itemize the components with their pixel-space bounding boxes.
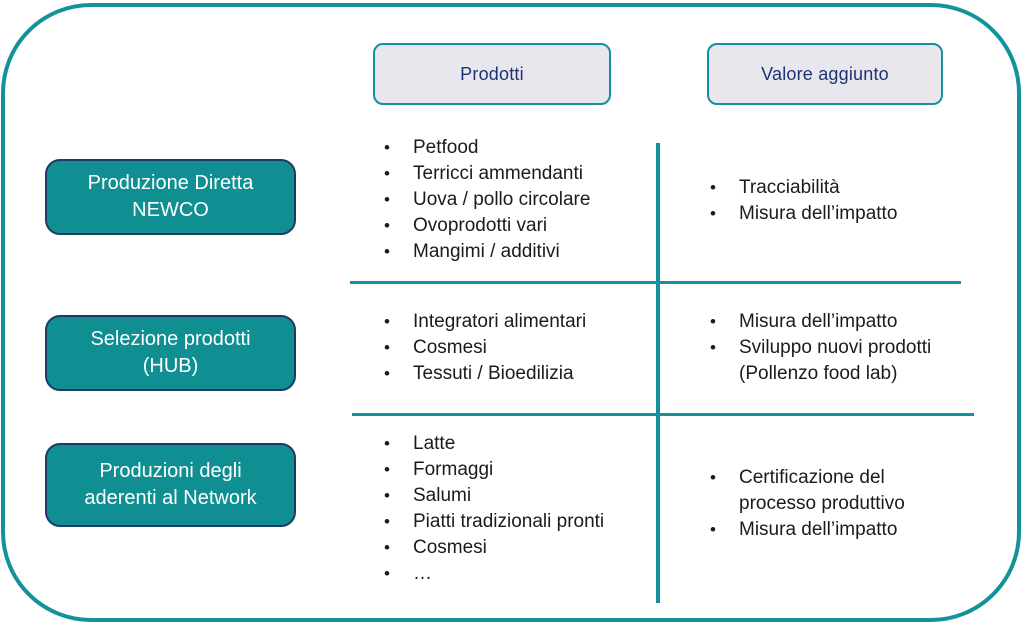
bullet-icon: • — [384, 190, 390, 209]
list-item-text: … — [413, 563, 432, 584]
cell-row1-valore-list: • Tracciabilità • Misura dell’impatto — [710, 175, 897, 227]
list-item: • Misura dell’impatto — [710, 201, 897, 227]
bullet-icon: • — [384, 564, 390, 583]
list-item: • Cosmesi — [384, 335, 586, 361]
list-item-text: Piatti tradizionali pronti — [413, 511, 605, 532]
grid-horizontal-divider-1 — [350, 281, 961, 284]
cell-row1-prodotti-list: • Petfood • Terricci ammendanti • Uova / po… — [384, 135, 590, 265]
list-item-text: Tracciabilità — [739, 177, 840, 198]
bullet-icon: • — [710, 468, 716, 487]
bullet-icon: • — [710, 312, 716, 331]
bullet-icon: • — [384, 338, 390, 357]
list-item-text: Cosmesi — [413, 537, 487, 558]
list-item: • Cosmesi — [384, 535, 604, 561]
list-item-text: Sviluppo nuovi prodotti (Pollenzo food l… — [739, 337, 932, 384]
list-item: • Formaggi — [384, 457, 604, 483]
list-item: • Certificazione del processo produttivo — [710, 465, 905, 517]
list-item-text: Petfood — [413, 137, 479, 158]
list-item-text: Certificazione del processo produttivo — [739, 467, 905, 514]
cell-row2-valore-list: • Misura dell’impatto • Sviluppo nuovi pro… — [710, 309, 931, 387]
list-item-text: Salumi — [413, 485, 472, 506]
list-item-text: Uova / pollo circolare — [413, 189, 591, 210]
list-item: • Tessuti / Bioedilizia — [384, 361, 586, 387]
list-item-text: Integratori alimentari — [413, 311, 587, 332]
list-item: • Latte — [384, 431, 604, 457]
row-label-produzioni-aderenti-network: Produzioni degli aderenti al Network — [45, 443, 296, 527]
list-item: • Salumi — [384, 483, 604, 509]
list-item: • Misura dell’impatto — [710, 517, 905, 543]
list-item-text: Terricci ammendanti — [413, 163, 583, 184]
list-item: • Uova / pollo circolare — [384, 187, 590, 213]
column-header-prodotti: Prodotti — [373, 43, 611, 105]
list-item-text: Ovoprodotti vari — [413, 215, 548, 236]
list-item-text: Tessuti / Bioedilizia — [413, 363, 574, 384]
bullet-icon: • — [710, 520, 716, 539]
list-item-text: Misura dell’impatto — [739, 203, 898, 224]
list-item-text: Latte — [413, 433, 456, 454]
list-item-text: Mangimi / additivi — [413, 241, 560, 262]
bullet-icon: • — [710, 204, 716, 223]
list-item: • Terricci ammendanti — [384, 161, 590, 187]
column-header-prodotti-label: Prodotti — [460, 63, 524, 84]
list-item: • Piatti tradizionali pronti — [384, 509, 604, 535]
bullet-icon: • — [384, 538, 390, 557]
list-item: • Ovoprodotti vari — [384, 213, 590, 239]
list-item: • Mangimi / additivi — [384, 239, 590, 265]
list-item-text: Misura dell’impatto — [739, 311, 898, 332]
list-item: • Misura dell’impatto — [710, 309, 931, 335]
bullet-icon: • — [710, 338, 716, 357]
column-header-valore-aggiunto-label: Valore aggiunto — [761, 63, 889, 84]
row-label-selezione-prodotti-hub-text: Selezione prodotti (HUB) — [90, 328, 251, 377]
grid-vertical-divider — [656, 143, 660, 603]
cell-row3-prodotti-list: • Latte • Formaggi • Salumi • Piatti tradizi… — [384, 431, 604, 587]
cell-row3-valore-list: •Certificazione del processo produttivo … — [710, 465, 905, 543]
bullet-icon: • — [384, 460, 390, 479]
list-item: • Sviluppo nuovi prodotti (Pollenzo food … — [710, 335, 931, 387]
column-header-valore-aggiunto: Valore aggiunto — [707, 43, 943, 105]
list-item-text: Misura dell’impatto — [739, 519, 898, 540]
bullet-icon: • — [384, 164, 390, 183]
list-item: •… — [384, 561, 604, 587]
row-label-produzione-diretta-newco-text: Produzione Diretta NEWCO — [87, 172, 254, 221]
bullet-icon: • — [384, 242, 390, 261]
bullet-icon: • — [384, 138, 390, 157]
bullet-icon: • — [384, 434, 390, 453]
list-item: • Petfood — [384, 135, 590, 161]
bullet-icon: • — [384, 364, 390, 383]
bullet-icon: • — [384, 216, 390, 235]
list-item: • Integratori alimentari — [384, 309, 586, 335]
list-item: • Tracciabilità — [710, 175, 897, 201]
list-item-text: Cosmesi — [413, 337, 487, 358]
bullet-icon: • — [384, 312, 390, 331]
bullet-icon: • — [710, 178, 716, 197]
grid-horizontal-divider-2 — [352, 413, 974, 416]
row-label-produzioni-aderenti-network-text: Produzioni degli aderenti al Network — [84, 460, 257, 509]
row-label-selezione-prodotti-hub: Selezione prodotti (HUB) — [45, 315, 296, 391]
list-item-text: Formaggi — [413, 459, 494, 480]
bullet-icon: • — [384, 512, 390, 531]
row-label-produzione-diretta-newco: Produzione Diretta NEWCO — [45, 159, 296, 235]
cell-row2-prodotti-list: • Integratori alimentari • Cosmesi • Tessut… — [384, 309, 586, 387]
bullet-icon: • — [384, 486, 390, 505]
